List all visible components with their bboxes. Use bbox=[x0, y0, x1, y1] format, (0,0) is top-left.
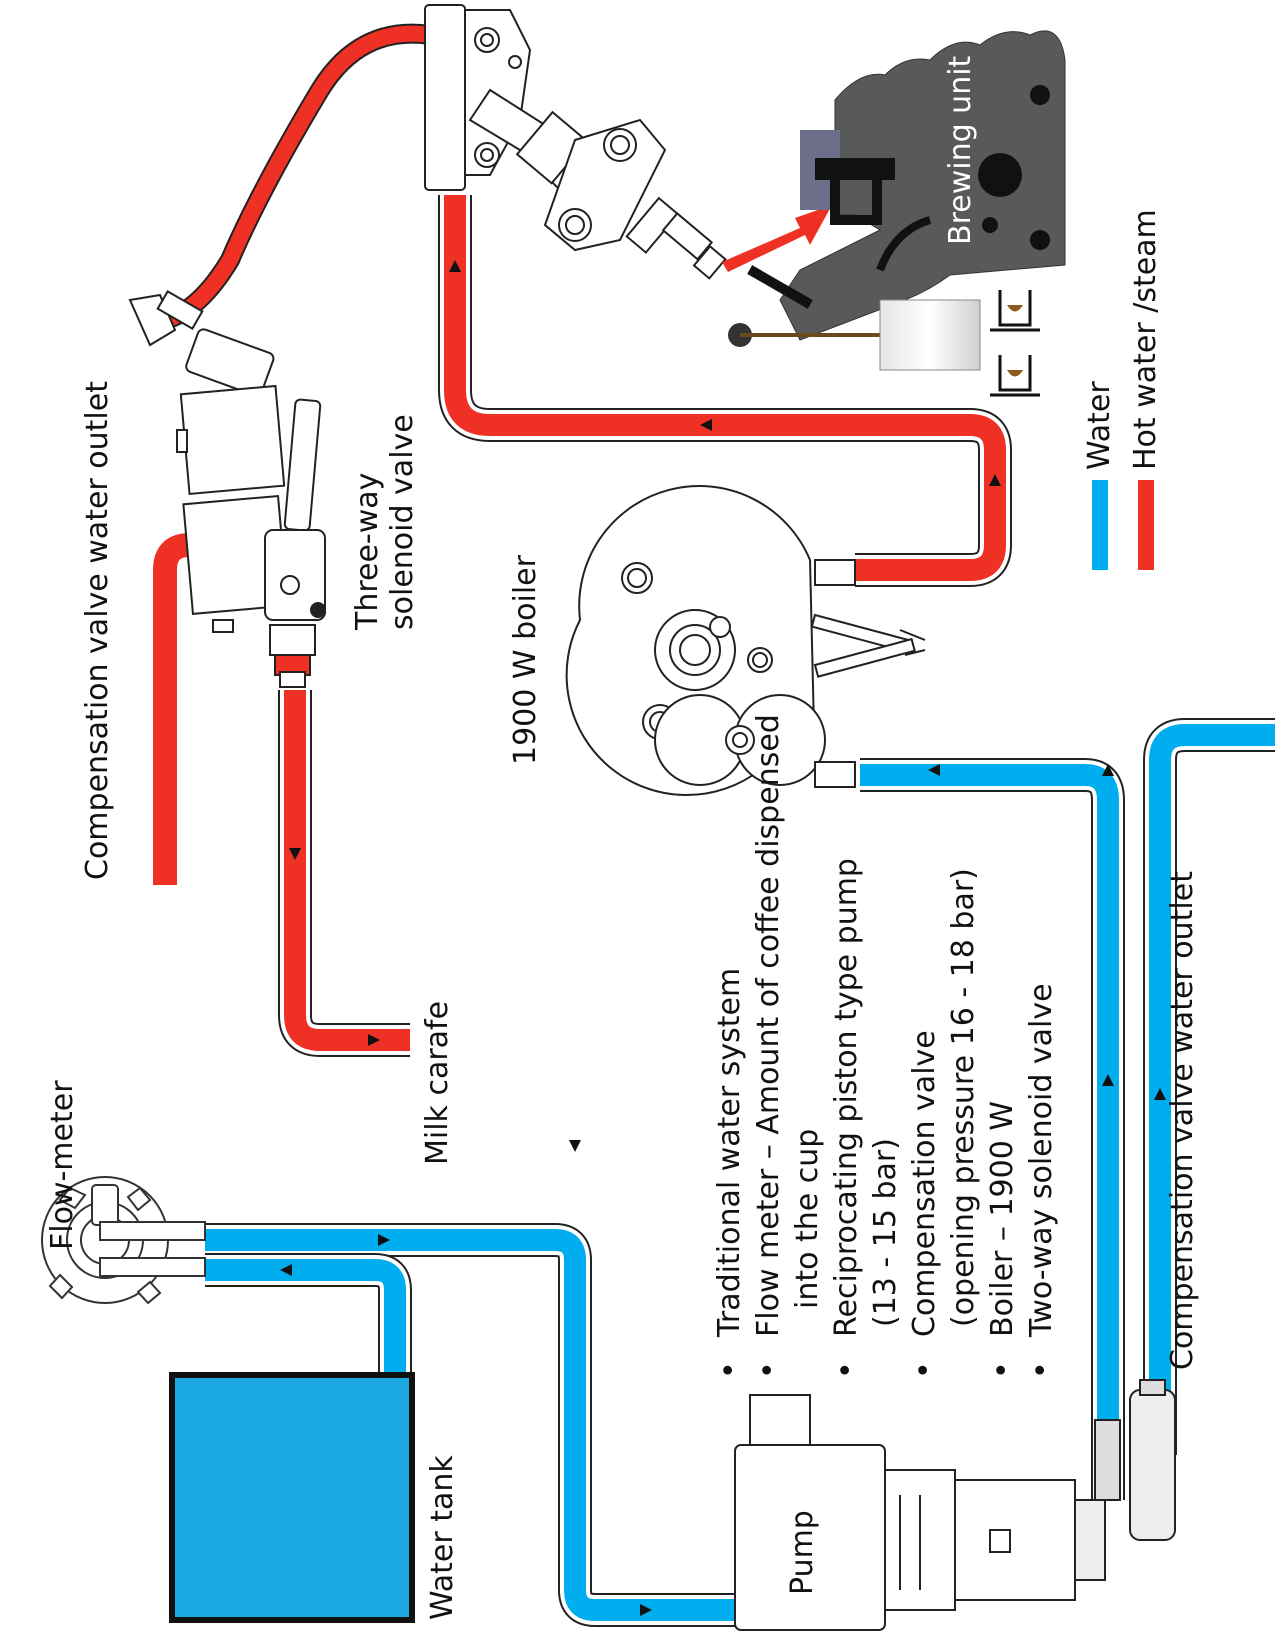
list-item: •Traditional water system bbox=[712, 967, 747, 1379]
label-boiler: 1900 W boiler bbox=[508, 555, 543, 765]
cup-icons bbox=[990, 290, 1040, 397]
list-item: •Flow meter – Amount of coffee dispensed bbox=[751, 714, 786, 1379]
description-list: •Traditional water system •Flow meter – … bbox=[710, 714, 1061, 1385]
steam-hose bbox=[162, 25, 432, 328]
hot-pipe-boiler-to-valve bbox=[444, 195, 1006, 581]
water-tank bbox=[169, 1372, 415, 1623]
hot-pipes bbox=[153, 23, 1012, 1057]
list-item: into the cup bbox=[790, 1128, 825, 1309]
water-pipe-compensation-outlet bbox=[1149, 724, 1275, 1455]
hot-pipe-valve-to-milk-carafe bbox=[284, 690, 410, 1051]
hot-pipe-compensation-outlet bbox=[153, 533, 191, 885]
label-brewing-unit: Brewing unit bbox=[943, 55, 978, 245]
legend bbox=[1092, 480, 1154, 570]
label-compensation-outlet-top: Compensation valve water outlet bbox=[80, 381, 115, 880]
legend-label-water: Water bbox=[1082, 381, 1117, 470]
label-three-way-line1: Three-way bbox=[350, 472, 385, 630]
list-item: (13 - 15 bar) bbox=[868, 1138, 903, 1327]
legend-swatch-hot bbox=[1138, 480, 1154, 570]
label-pump: Pump bbox=[785, 1510, 820, 1595]
pump bbox=[734, 1394, 1106, 1631]
water-pipe-flowmeter-to-pump bbox=[205, 1229, 735, 1621]
water-pipe-pump-to-boiler bbox=[860, 764, 1119, 1500]
brewing-unit bbox=[728, 30, 1066, 371]
label-water-tank: Water tank bbox=[425, 1455, 460, 1620]
list-item: •Two-way solenoid valve bbox=[1024, 983, 1059, 1379]
valve-block-top bbox=[424, 4, 727, 280]
brew-arrow bbox=[722, 205, 832, 272]
label-flow-meter: Flow-meter bbox=[45, 1080, 80, 1250]
three-way-solenoid-valve bbox=[128, 289, 326, 688]
label-three-way-line2: solenoid valve bbox=[385, 414, 420, 630]
boiler bbox=[565, 485, 926, 797]
legend-swatch-water bbox=[1092, 480, 1108, 570]
list-item: •Boiler – 1900 W bbox=[985, 1100, 1020, 1379]
label-compensation-outlet-bottom: Compensation valve water outlet bbox=[1165, 871, 1200, 1370]
label-milk-carafe: Milk carafe bbox=[420, 1000, 455, 1165]
list-item: •Compensation valve bbox=[907, 1030, 942, 1379]
legend-label-hot: Hot water /steam bbox=[1128, 209, 1163, 470]
pump-fittings bbox=[1094, 1379, 1176, 1541]
list-item: (opening pressure 16 - 18 bar) bbox=[946, 868, 981, 1327]
flow-meter bbox=[41, 1176, 206, 1305]
list-item: •Reciprocating piston type pump bbox=[829, 858, 864, 1379]
water-pipes bbox=[205, 718, 1275, 1627]
water-pipe-tank-to-flowmeter bbox=[205, 1259, 406, 1440]
flow-arrows bbox=[280, 260, 1166, 1616]
